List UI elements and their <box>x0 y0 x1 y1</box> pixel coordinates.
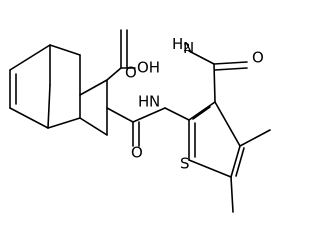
bond <box>188 50 215 65</box>
bond <box>230 145 241 178</box>
carbamoyl-oxygen-label: O <box>252 49 264 67</box>
carboxylic-acid-group <box>106 29 136 81</box>
thiophene-ring <box>164 101 245 178</box>
bond <box>188 159 232 178</box>
bicyclooctene-ring <box>9 44 108 136</box>
atom-labels: OH H2N O H N O S O <box>125 35 264 173</box>
bond <box>192 106 211 120</box>
bond <box>214 101 241 147</box>
bond <box>9 44 51 71</box>
bond <box>9 107 49 129</box>
bond <box>47 117 81 129</box>
acid-hydroxyl-label: OH <box>137 59 160 77</box>
bond <box>79 117 108 136</box>
bond <box>213 61 248 65</box>
bond <box>235 147 245 177</box>
amide-hydrogen-label: H <box>138 93 149 111</box>
bond <box>213 63 216 103</box>
amide-carbonyl-oxygen-label: O <box>131 144 143 162</box>
carbamoyl-group <box>188 50 248 103</box>
chemical-structure-diagram: OH H2N O H N O S O <box>9 29 271 213</box>
bond <box>47 84 51 129</box>
amide-nitrogen-label: N <box>149 93 160 111</box>
carbamoyl-amine-label: H2N <box>172 35 194 57</box>
acid-carbonyl-oxygen-label: O <box>125 64 137 82</box>
bond <box>49 44 81 56</box>
bond <box>79 79 108 96</box>
bond <box>214 67 248 71</box>
bond <box>132 107 166 123</box>
bond <box>164 107 190 121</box>
amide-linker <box>106 107 166 147</box>
bond <box>188 101 216 121</box>
bond <box>106 67 122 81</box>
methyl-groups <box>230 129 271 213</box>
bond <box>230 176 234 213</box>
thiophene-sulfur-label: S <box>180 155 190 173</box>
bond <box>239 129 271 147</box>
bond <box>106 107 134 123</box>
